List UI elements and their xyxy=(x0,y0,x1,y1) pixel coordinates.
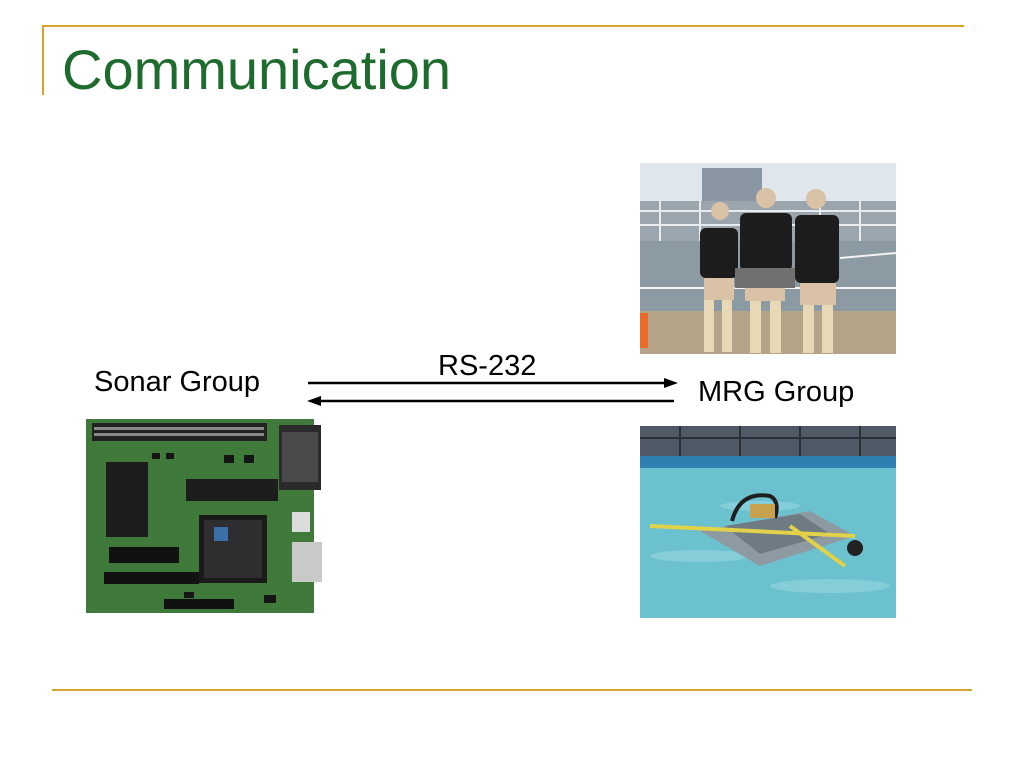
left-arrow xyxy=(307,396,674,406)
circuit-board-photo xyxy=(84,417,324,615)
mrg-group-label: MRG Group xyxy=(698,376,855,408)
rs232-label: RS-232 xyxy=(438,350,537,382)
team-photo xyxy=(640,163,896,354)
right-arrow xyxy=(308,378,678,388)
sonar-group-label: Sonar Group xyxy=(94,366,261,398)
bottom-accent-rule xyxy=(52,689,972,691)
left-accent-rule xyxy=(42,25,44,95)
bidirectional-link-arrows xyxy=(307,378,678,406)
top-accent-rule xyxy=(42,25,964,27)
underwater-robot-photo xyxy=(640,426,896,618)
slide-title: Communication xyxy=(62,38,452,101)
